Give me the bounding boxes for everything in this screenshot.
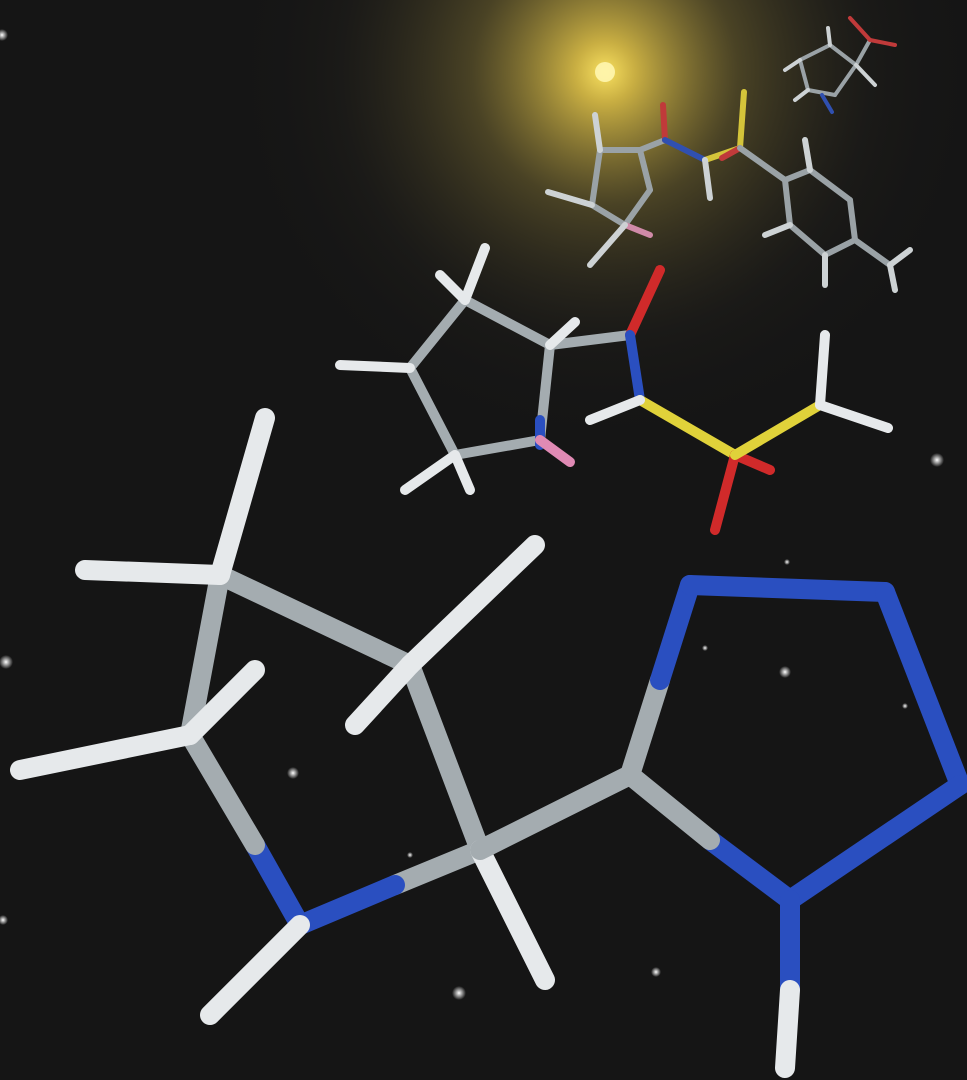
molecule-upper-small [545, 89, 913, 293]
light-source-core [595, 62, 615, 82]
molecule-middle-medium [335, 243, 893, 535]
molecule-far-small [783, 16, 897, 114]
molecule-foreground-large [10, 408, 967, 1078]
stars [0, 29, 944, 1000]
